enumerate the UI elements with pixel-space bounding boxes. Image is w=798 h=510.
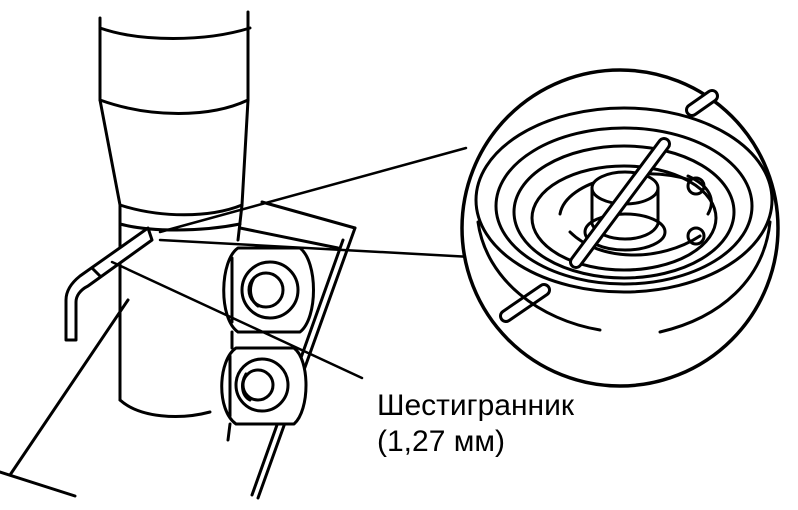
- magnified-detail: [460, 68, 780, 388]
- hex-key-callout: Шестигранник (1,27 мм): [377, 388, 574, 460]
- caption-leader: [110, 260, 364, 380]
- upper-roller: [222, 246, 315, 334]
- magnifier-leaders: [158, 146, 492, 260]
- callout-size: (1,27 мм): [377, 425, 505, 458]
- lower-roller: [220, 346, 308, 426]
- callout-label: Шестигранник: [377, 389, 575, 422]
- hex-key: [64, 226, 154, 342]
